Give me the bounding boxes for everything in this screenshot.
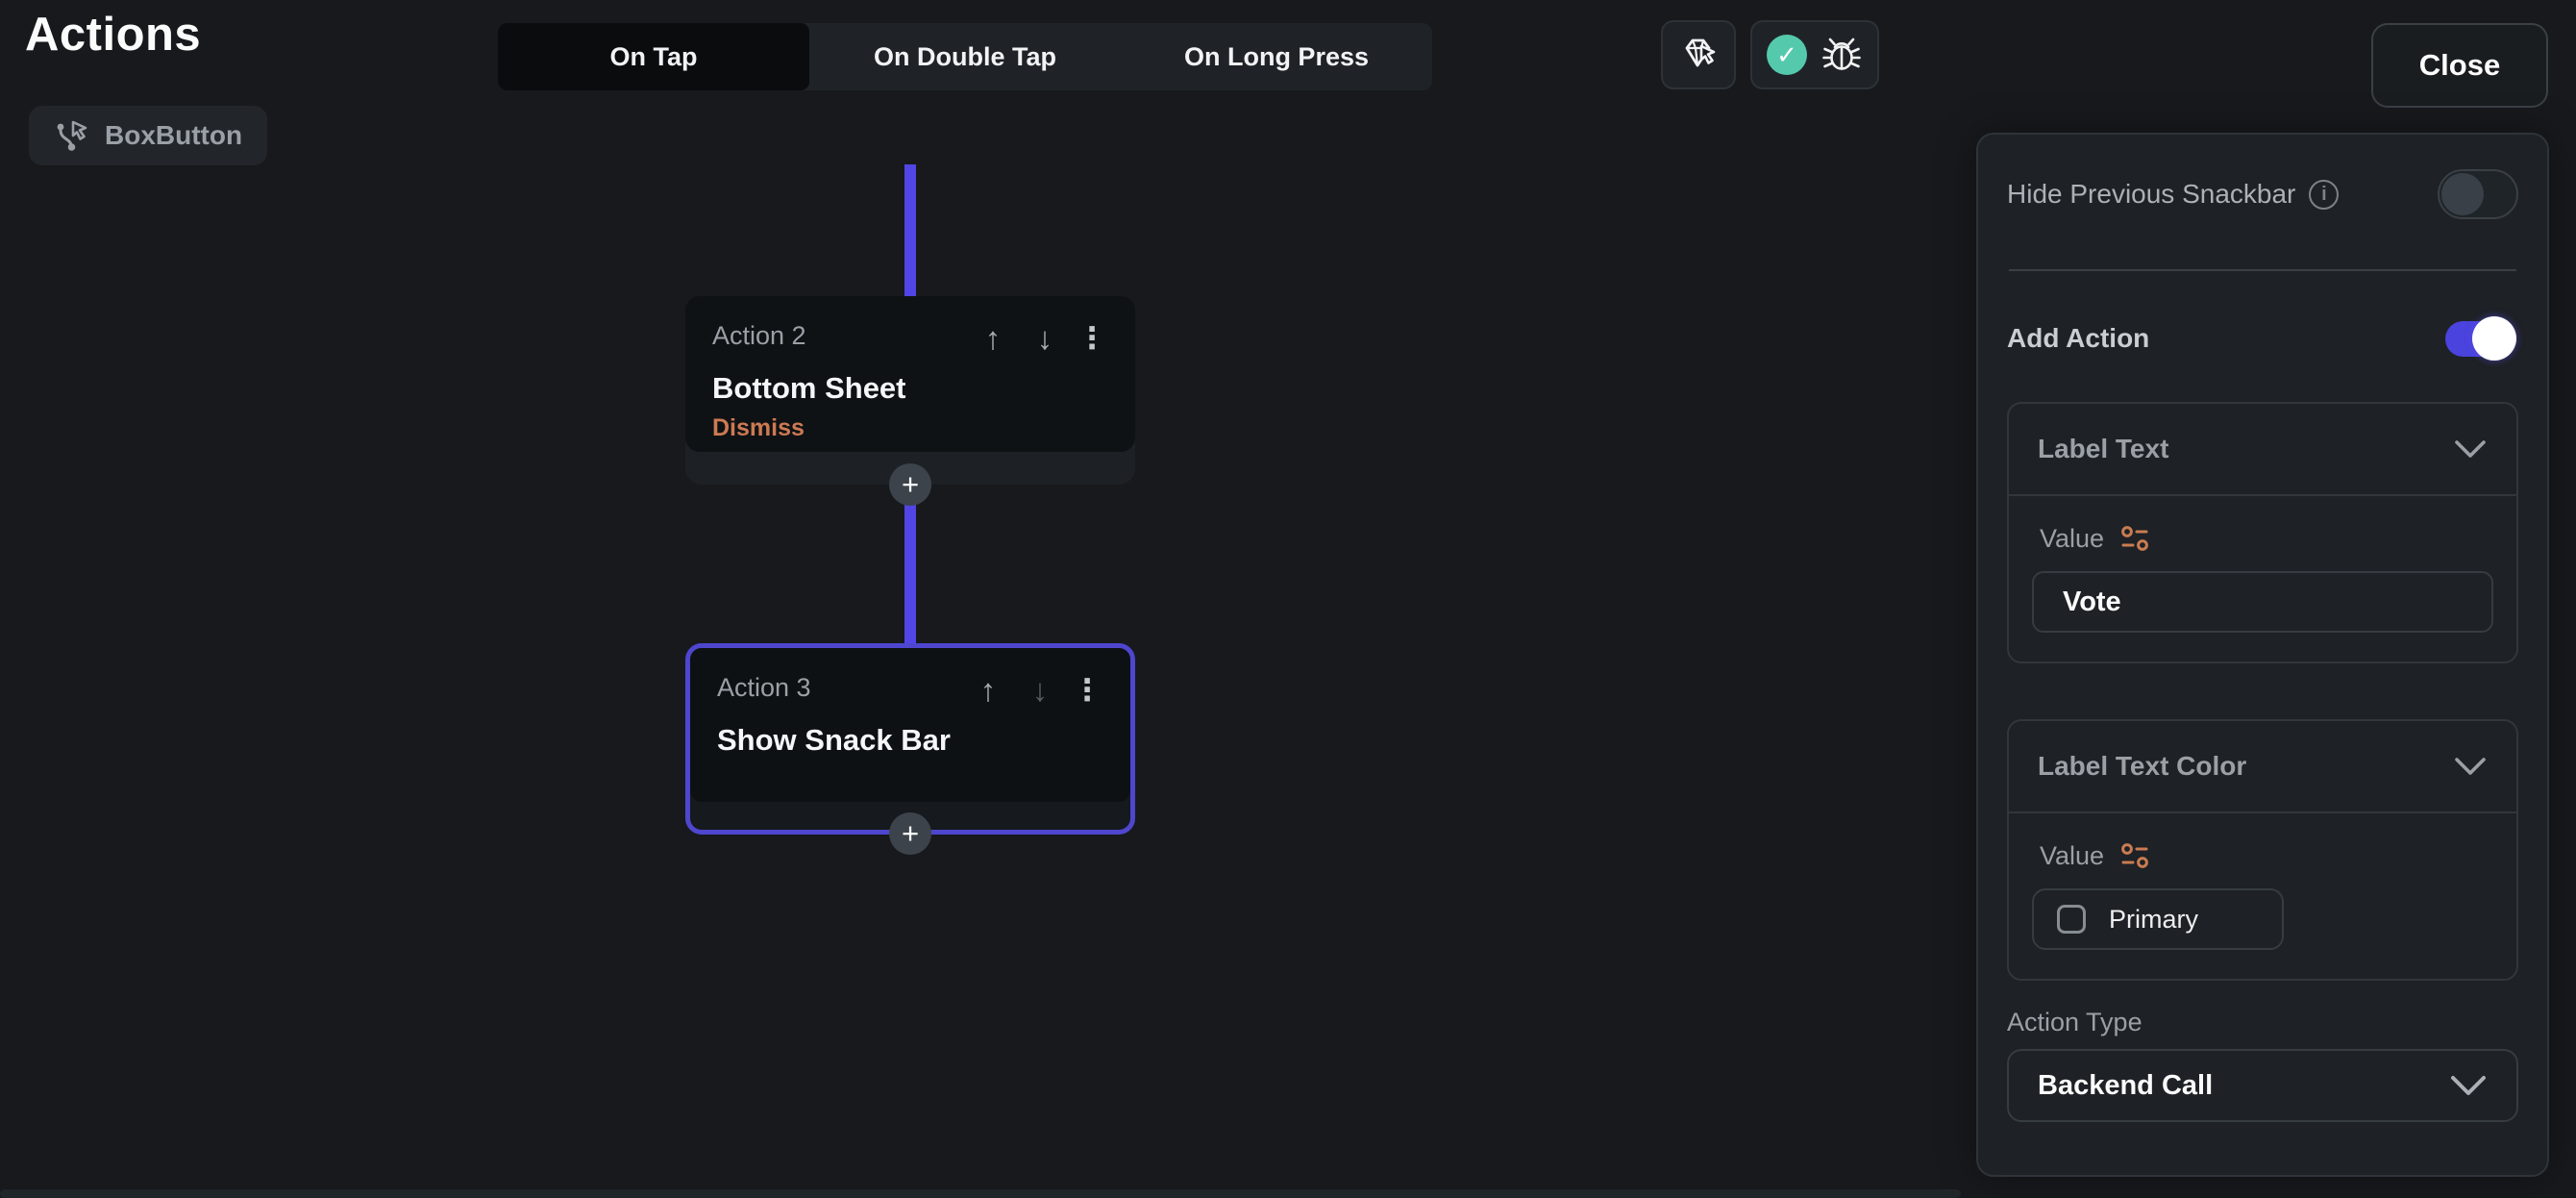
flow-connector-line: [904, 164, 916, 301]
kebab-menu-icon[interactable]: ⋮: [1072, 673, 1102, 707]
info-icon[interactable]: i: [2309, 179, 2340, 210]
properties-panel: Hide Previous Snackbar i Add Action Labe…: [1976, 133, 2549, 1177]
toggle-knob: [2441, 173, 2484, 215]
value-row: Value: [2040, 840, 2493, 871]
horizontal-scrollbar[interactable]: [0, 1189, 1961, 1198]
move-down-button[interactable]: ↓: [1036, 320, 1053, 356]
action-card-body: Action 3 ↑ ↓ ⋮ Show Snack Bar: [690, 648, 1130, 802]
action-type-value: Backend Call: [2038, 1069, 2214, 1101]
move-up-button[interactable]: ↑: [979, 672, 997, 708]
value-label: Value: [2040, 840, 2105, 870]
add-action-label: Add Action: [2007, 323, 2150, 353]
toggle-knob: [2472, 316, 2516, 361]
flow-connector-line: [904, 502, 916, 646]
tab-on-tap[interactable]: On Tap: [498, 23, 809, 90]
close-button[interactable]: Close: [2371, 23, 2548, 108]
add-action-plus-button[interactable]: +: [889, 812, 931, 855]
gem-cursor-icon: [1677, 34, 1720, 76]
action-index-label: Action 2: [712, 321, 806, 350]
bug-icon: [1821, 34, 1863, 76]
section-title: Label Text Color: [2038, 751, 2247, 781]
kebab-menu-icon[interactable]: ⋮: [1077, 321, 1107, 355]
label-text-section: Label Text Value: [2007, 402, 2518, 663]
hide-previous-snackbar-label: Hide Previous Snackbar: [2007, 179, 2296, 209]
move-down-button[interactable]: ↓: [1031, 672, 1049, 708]
widget-chip-label: BoxButton: [105, 120, 243, 150]
section-body: Value Vote: [2009, 496, 2516, 661]
primary-checkbox[interactable]: [2057, 905, 2086, 934]
action-card-body: Action 2 ↑ ↓ ⋮ Bottom Sheet Dismiss: [685, 296, 1135, 452]
chevron-down-icon: [2453, 438, 2488, 460]
action-type-dropdown[interactable]: Backend Call: [2007, 1049, 2518, 1122]
check-circle-icon: ✓: [1767, 35, 1807, 75]
tab-on-double-tap[interactable]: On Double Tap: [874, 41, 1056, 71]
widget-chip: BoxButton: [29, 106, 268, 165]
header-toolbar: ✓: [1661, 20, 1879, 89]
primary-color-option[interactable]: Primary: [2032, 888, 2284, 950]
section-body: Value Primary: [2009, 813, 2516, 979]
primary-option-label: Primary: [2109, 904, 2198, 934]
action-card-bottom-sheet[interactable]: Action 2 ↑ ↓ ⋮ Bottom Sheet Dismiss +: [685, 296, 1135, 506]
value-label: Value: [2040, 523, 2105, 553]
label-text-color-section-header[interactable]: Label Text Color: [2009, 721, 2516, 813]
action-card-show-snack-bar[interactable]: Action 3 ↑ ↓ ⋮ Show Snack Bar +: [685, 643, 1135, 855]
hide-previous-snackbar-row: Hide Previous Snackbar i: [2007, 169, 2518, 219]
add-action-row: Add Action: [2007, 313, 2518, 363]
label-text-value-input[interactable]: Vote: [2032, 571, 2493, 633]
add-action-plus-button[interactable]: +: [889, 463, 931, 506]
action-index-label: Action 3: [717, 673, 811, 702]
divider: [2009, 269, 2516, 271]
variable-binding-icon[interactable]: [2119, 523, 2150, 554]
interaction-path-icon: [54, 117, 90, 154]
page-title: Actions: [25, 9, 202, 61]
label-text-value: Vote: [2063, 586, 2121, 617]
action-subtitle: Dismiss: [712, 414, 805, 441]
value-row: Value: [2040, 523, 2493, 554]
action-type-label: Action Type: [2007, 1008, 2143, 1036]
hide-previous-snackbar-toggle[interactable]: [2438, 169, 2518, 219]
debug-status-button[interactable]: ✓: [1750, 20, 1879, 89]
tab-on-long-press[interactable]: On Long Press: [1183, 41, 1370, 71]
add-action-toggle[interactable]: [2438, 313, 2518, 363]
trigger-tabbar: On Tap On Double Tap On Long Press: [498, 23, 1432, 90]
label-text-color-section: Label Text Color Value: [2007, 719, 2518, 981]
chevron-down-icon: [2449, 1074, 2488, 1097]
action-title: Bottom Sheet: [712, 371, 906, 405]
action-title: Show Snack Bar: [717, 723, 951, 757]
section-title: Label Text: [2038, 434, 2169, 463]
variable-binding-icon[interactable]: [2119, 840, 2150, 871]
label-text-section-header[interactable]: Label Text: [2009, 404, 2516, 496]
preview-action-button[interactable]: [1661, 20, 1736, 89]
move-up-button[interactable]: ↑: [984, 320, 1002, 356]
chevron-down-icon: [2453, 756, 2488, 777]
